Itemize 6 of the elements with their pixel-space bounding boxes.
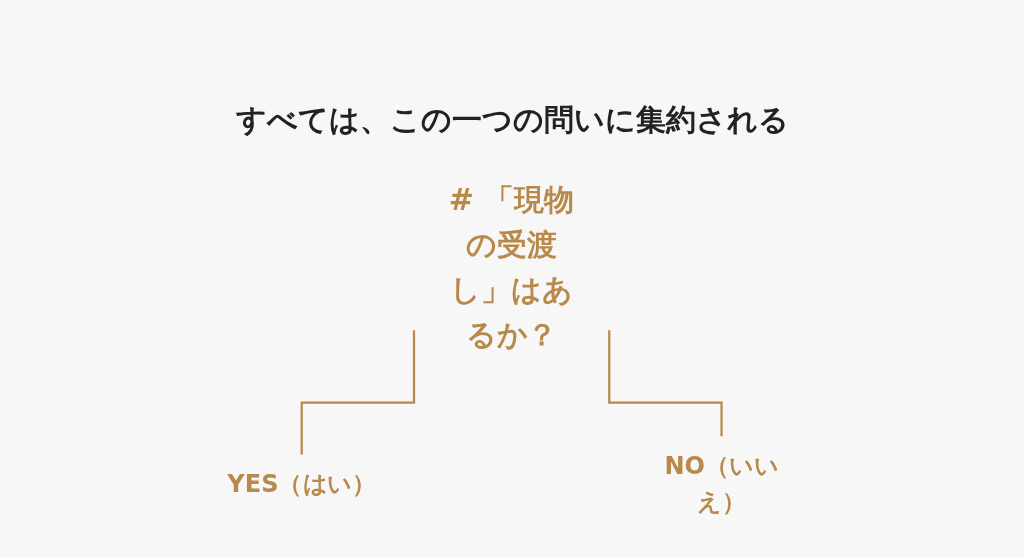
node-text: YES（はい） <box>227 469 377 498</box>
node-text: # 「現物の受渡し」はあるか？ <box>448 182 575 353</box>
heading: すべては、この一つの問いに集約される <box>234 101 790 139</box>
connector <box>608 330 723 438</box>
connector <box>300 330 416 456</box>
node-text: NO（いいえ） <box>664 451 779 516</box>
